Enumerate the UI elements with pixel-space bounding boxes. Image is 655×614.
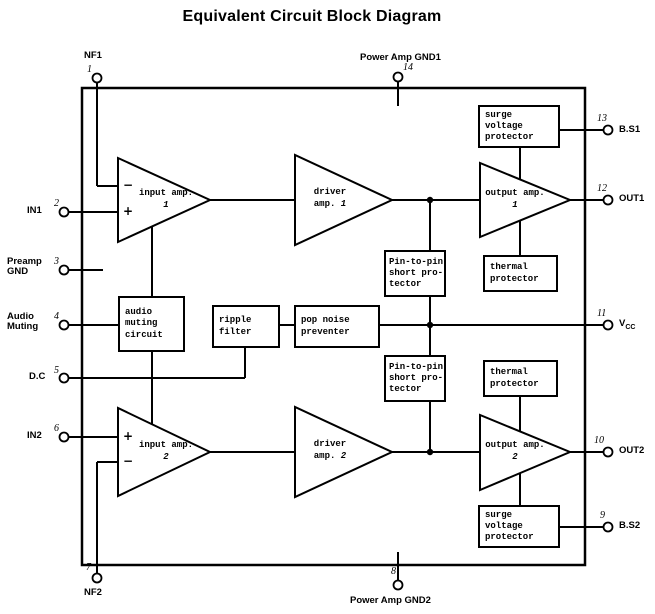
input-amp-2-label: input amp.2 [138,440,193,462]
pin-out2-label: OUT2 [619,445,645,456]
pin-nf2-label: NF2 [84,587,102,598]
pop-noise-preventer-label: pop noise preventer [301,315,350,337]
pin-out1-terminal [602,194,614,206]
output-amp-2-label: output amp.2 [485,440,545,462]
pin-bs1-label: B.S1 [619,124,641,135]
output-amp-2-triangle [479,413,573,492]
input-amp-1-label: input amp.1 [138,188,193,210]
block-pin-to-pin-short-protector-1: Pin-to-pin short pro- tector [384,250,446,297]
pin-in2-label: IN2 [27,430,42,441]
pin-bs2-label: B.S2 [619,520,641,531]
pin-in1-terminal [58,206,70,218]
pin-vcc-terminal [602,319,614,331]
pin-in2-terminal [58,431,70,443]
junction-dot [426,321,434,329]
junction-dot [426,196,434,204]
diagram-title: Equivalent Circuit Block Diagram [182,8,442,25]
pin-bs1-terminal [602,124,614,136]
pin-terminals [58,71,614,591]
pin-dc-number: 5 [54,365,59,376]
pin-power-amp-gnd2-terminal [392,579,404,591]
pin-vcc-label: VCC [619,318,636,331]
pin-out2-number: 10 [594,435,604,446]
block-pin-to-pin-short-protector-2: Pin-to-pin short pro- tector [384,355,446,402]
pin-nf2-number: 7 [86,562,91,573]
block-thermal-protector-2: thermal protector [483,360,558,397]
driver-amp-2-triangle [294,405,395,499]
pin-audio-muting-label: Audio Muting [7,311,39,333]
pin-nf1-number: 1 [87,64,92,75]
pin-bs2-terminal [602,521,614,533]
pin-out2-terminal [602,446,614,458]
pin-nf1-terminal [91,72,103,84]
thermal-protector-2-label: thermal protector [490,367,539,389]
pin-dc-label: D.C [29,371,46,382]
audio-muting-circuit-label: audio muting circuit [125,307,163,340]
pin-preamp-gnd-terminal [58,264,70,276]
pin-in1-label: IN1 [27,205,42,216]
pin-audio-muting-number: 4 [54,311,59,322]
pin-in1-number: 2 [54,198,59,209]
surge-voltage-protector-1-label: surge voltage protector [485,109,534,143]
output-amp-1-triangle [479,161,573,239]
pin-vcc-number: 11 [597,308,607,319]
amp-triangles [117,153,573,499]
pin-bs1-number: 13 [597,113,607,124]
block-pop-noise-preventer: pop noise preventer [294,305,380,348]
pin-out1-number: 12 [597,183,607,194]
pin-nf1-label: NF1 [84,50,102,61]
surge-voltage-protector-2-label: surge voltage protector [485,509,534,543]
input-amp-2-plus: + [123,429,134,443]
pin-power-amp-gnd1-label: Power Amp GND1 [360,52,441,63]
pin-power-amp-gnd1-number: 14 [403,62,413,73]
pin-nf2-terminal [91,572,103,584]
pin-power-amp-gnd1-terminal [392,71,404,83]
pin-power-amp-gnd2-label: Power Amp GND2 [350,595,431,606]
pin-in2-number: 6 [54,423,59,434]
pin-to-pin-short-protector-1-label: Pin-to-pin short pro- tector [389,256,444,290]
pin-power-amp-gnd2-number: 8 [391,566,396,577]
pin-preamp-gnd-label: Preamp GND [7,256,42,278]
input-amp-1-plus: + [123,204,134,218]
block-thermal-protector-1: thermal protector [483,255,558,292]
block-audio-muting-circuit: audio muting circuit [118,296,185,352]
input-amp-2-triangle [117,406,213,498]
junction-dots [426,196,434,456]
input-amp-1-minus: − [123,178,134,192]
input-amp-2-minus: − [123,454,134,468]
ic-outline [80,86,587,567]
thermal-protector-1-label: thermal protector [490,262,539,284]
block-ripple-filter: ripple filter [212,305,280,348]
pin-dc-terminal [58,372,70,384]
pin-to-pin-short-protector-2-label: Pin-to-pin short pro- tector [389,361,444,395]
driver-amp-1-triangle [294,153,395,247]
output-amp-1-label: output amp.1 [485,188,545,210]
pin-out1-label: OUT1 [619,193,645,204]
block-surge-voltage-protector-1: surge voltage protector [478,105,560,148]
block-surge-voltage-protector-2: surge voltage protector [478,505,560,548]
ripple-filter-label: ripple filter [219,315,252,337]
pin-audio-muting-terminal [58,319,70,331]
junction-dot [426,448,434,456]
input-amp-1-triangle [117,156,213,244]
pin-bs2-number: 9 [600,510,605,521]
pin-preamp-gnd-number: 3 [54,256,59,267]
